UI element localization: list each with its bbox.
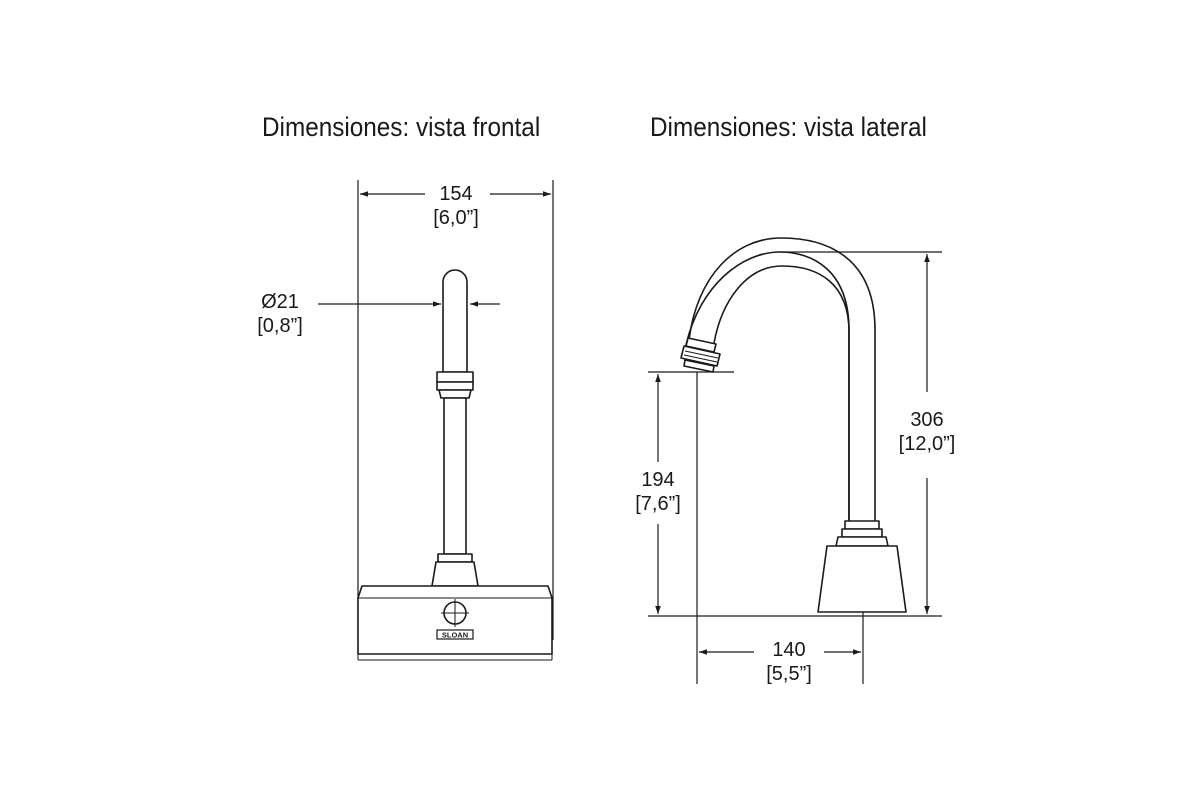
reach-metric: 140: [772, 639, 806, 661]
total-height-imperial: [12,0”]: [898, 433, 956, 455]
front-base-collar: [431, 561, 479, 587]
spout-height-metric: 194: [641, 469, 675, 491]
aerator-groove-1: [684, 350, 719, 359]
front-coupling-bottom: [438, 389, 472, 399]
side-base-housing: [817, 545, 907, 613]
total-height-label: 306 [12,0”]: [888, 408, 966, 456]
front-width-imperial: [6,0”]: [433, 207, 479, 229]
diameter-label: Ø21 [0,8”]: [246, 290, 314, 338]
front-pipe-upper: [442, 269, 468, 373]
front-coupling-mid: [436, 381, 474, 391]
front-width-metric: 154: [439, 183, 473, 205]
gooseneck-outer-back: [780, 237, 876, 521]
spout-height-label: 194 [7,6”]: [622, 468, 694, 516]
gooseneck-inner: [713, 265, 850, 521]
logo-plate: [436, 629, 474, 640]
gooseneck-outer: [685, 251, 850, 521]
logo-text: SLOAN: [442, 631, 468, 640]
diameter-metric: Ø21: [261, 291, 299, 313]
front-view-title: Dimensiones: vista frontal: [262, 112, 541, 142]
total-height-metric: 306: [910, 409, 944, 431]
spout-height-imperial: [7,6”]: [635, 493, 681, 515]
front-width-label: 154 [6,0”]: [425, 182, 487, 230]
aerator-groove-2: [683, 354, 718, 363]
front-coupling-top: [436, 371, 474, 383]
front-view-drawing: SLOAN: [318, 180, 554, 661]
diameter-imperial: [0,8”]: [257, 315, 303, 337]
side-view-title: Dimensiones: vista lateral: [650, 112, 927, 142]
gooseneck-outer-front: [688, 237, 782, 341]
reach-imperial: [5,5”]: [766, 663, 812, 685]
side-view-drawing: [648, 237, 942, 684]
side-collar-top: [844, 520, 880, 530]
front-base-collar-top: [437, 553, 473, 563]
side-collar-mid: [841, 528, 883, 538]
reach-label: 140 [5,5”]: [754, 638, 824, 686]
front-pipe-lower: [443, 397, 467, 555]
side-collar-bottom: [835, 536, 889, 547]
aerator-tip: [683, 359, 715, 373]
